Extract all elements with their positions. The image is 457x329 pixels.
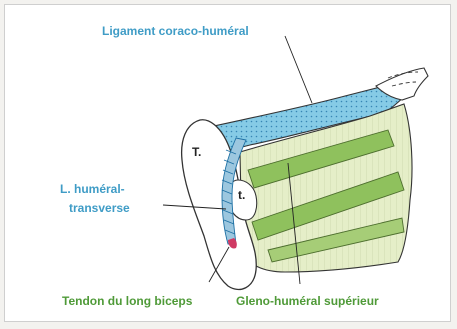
leader-ligament-coraco (285, 36, 312, 103)
label-gleno-humeral-superieur: Gleno-huméral supérieur (236, 294, 379, 308)
label-l-humeral-line1: L. huméral- (60, 182, 125, 196)
label-l-humeral-line2: transverse (69, 201, 130, 215)
label-t-lower: t. (238, 188, 245, 202)
label-t-upper: T. (192, 145, 201, 159)
label-ligament-coraco-humeral: Ligament coraco-huméral (102, 24, 249, 38)
label-tendon-biceps: Tendon du long biceps (62, 294, 193, 308)
